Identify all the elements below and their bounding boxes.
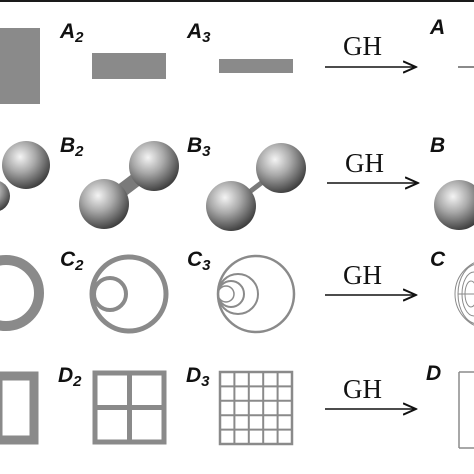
shape-c2-inner-ring — [92, 276, 128, 312]
label-b3: B3 — [187, 134, 211, 160]
label-d2: D2 — [58, 364, 82, 390]
shape-c3-ring-4 — [217, 285, 235, 303]
shape-a2-rectangle — [92, 53, 166, 79]
label-c4: C — [430, 248, 446, 271]
arrow-label-b: GH — [345, 148, 384, 178]
shape-c4-field-lines — [454, 262, 474, 326]
shape-c3-ring-outer — [216, 254, 296, 334]
shape-b3-sphere-right — [256, 143, 306, 193]
arrow-label-a: GH — [343, 31, 382, 61]
label-a2: A2 — [59, 20, 84, 46]
shape-c3-ring-3 — [217, 280, 245, 308]
label-d3: D3 — [186, 364, 210, 390]
label-a4: A — [429, 16, 445, 39]
arrow-label-d: GH — [343, 374, 382, 404]
label-b4: B — [430, 134, 445, 157]
shape-b3-sphere-left — [206, 181, 256, 231]
row-d: D2 D3 GH D — [0, 362, 474, 449]
shape-d1-square-frame — [0, 371, 39, 445]
label-d4: D — [426, 362, 441, 385]
row-c: C2 C3 GH C — [0, 248, 474, 334]
shape-a3-thin-rectangle — [219, 59, 293, 73]
shape-a1-tall-rectangle — [0, 28, 40, 104]
top-border-line — [0, 0, 474, 2]
arrow-label-c: GH — [343, 260, 382, 290]
label-b2: B2 — [60, 134, 84, 160]
shape-c2-outer-ring — [89, 254, 169, 334]
shape-b1-sphere-lower — [0, 181, 10, 211]
shape-b1-sphere — [2, 141, 50, 189]
label-c2: C2 — [60, 248, 84, 274]
row-a: A2 A3 GH A — [0, 16, 474, 104]
shape-b2-sphere-left — [79, 179, 129, 229]
label-a3: A3 — [186, 20, 211, 46]
shape-d3-grid-5x5 — [218, 370, 294, 446]
shape-d2-grid-2x2 — [92, 370, 167, 445]
label-c3: C3 — [187, 248, 211, 274]
shape-c1-ring — [0, 255, 44, 331]
shape-b2-sphere-right — [129, 141, 179, 191]
shape-b4-sphere — [434, 180, 474, 230]
row-b: B2 B3 GH B — [0, 134, 474, 231]
shape-c3-ring-2 — [217, 273, 259, 315]
